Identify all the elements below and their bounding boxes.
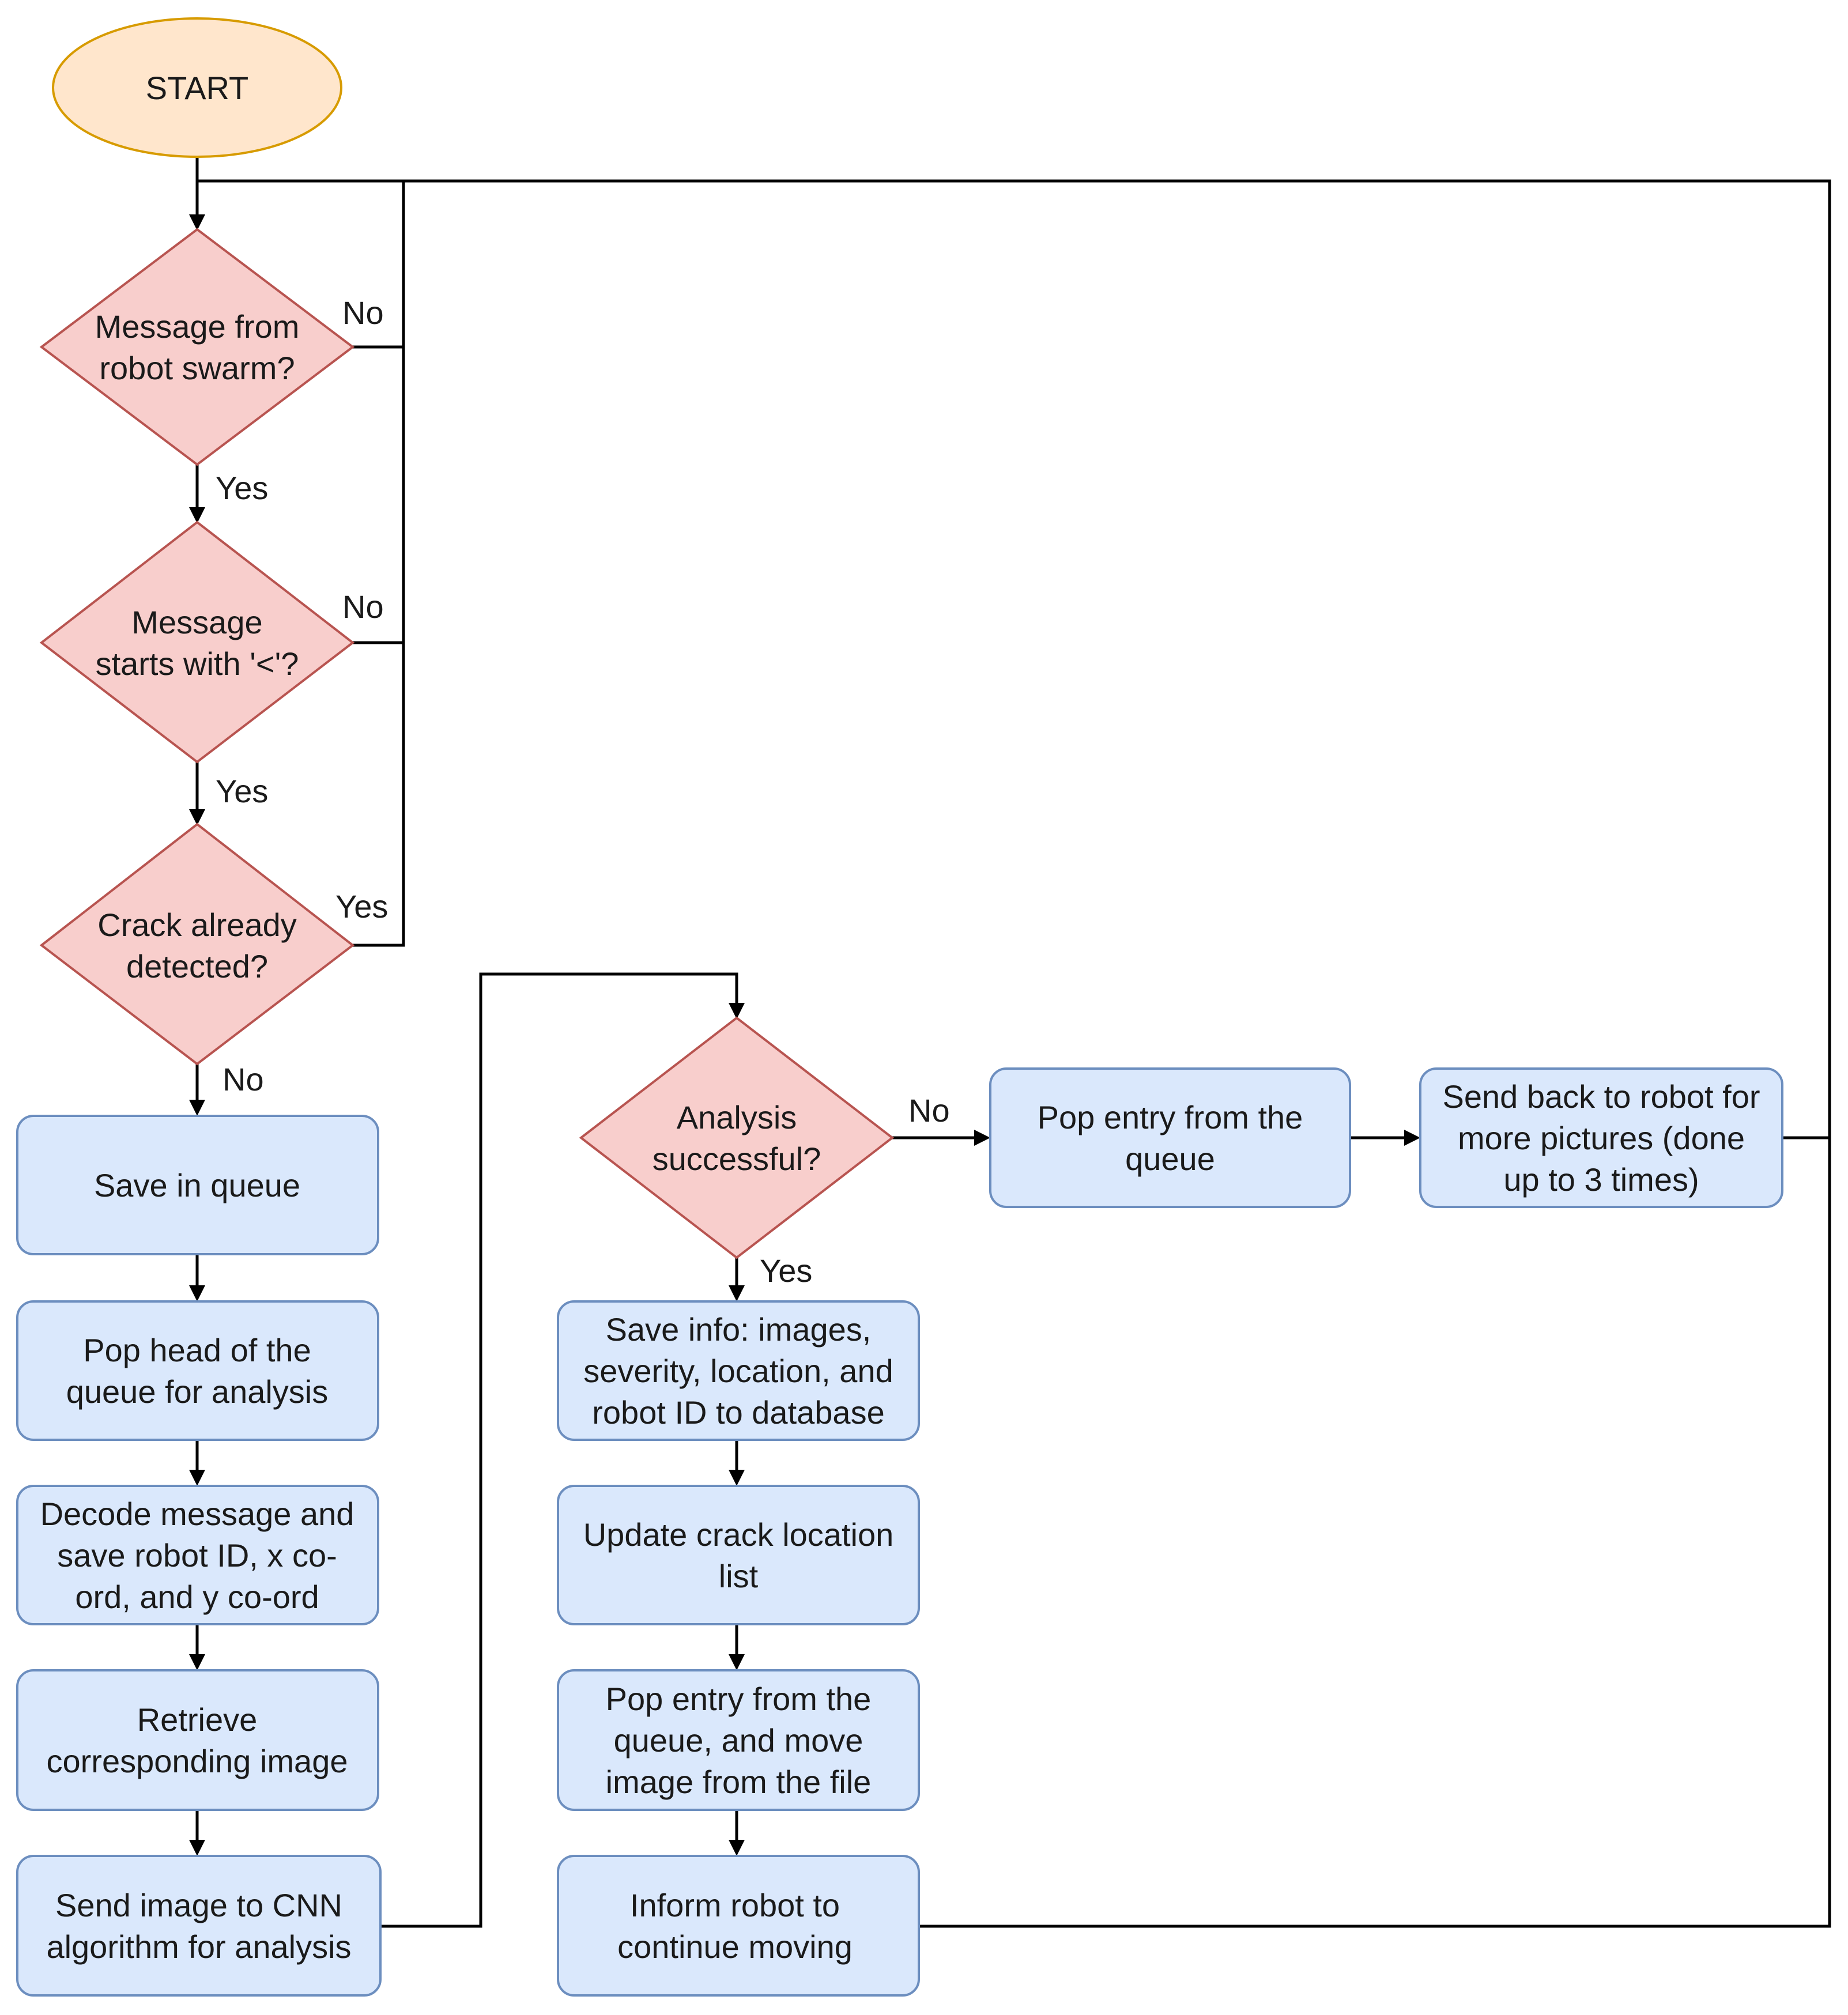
label-line: Message <box>131 604 262 640</box>
process-pop-head-label: Pop head of the queue for analysis <box>66 1332 329 1410</box>
arrowhead <box>189 507 205 523</box>
label-line: ord, and y co-ord <box>75 1579 319 1615</box>
process-pop-entry-label: Pop entry from the queue <box>1038 1099 1303 1177</box>
start-terminal <box>52 17 342 158</box>
start-label: START <box>146 70 248 106</box>
decision-crack-detected <box>39 822 355 1066</box>
arrowhead <box>729 1840 745 1856</box>
process-decode-message-label: Decode message and save robot ID, x co-or… <box>40 1496 354 1615</box>
label-line: robot swarm? <box>99 350 295 386</box>
process-pop-and-move <box>557 1669 920 1811</box>
label-line: severity, location, and <box>583 1353 893 1389</box>
label-line: image from the file <box>606 1764 872 1800</box>
label-line: robot ID to database <box>592 1394 884 1431</box>
process-update-crack-list <box>557 1485 920 1625</box>
process-send-to-cnn <box>16 1855 382 1997</box>
decision-message-from-robot-label: Message from robot swarm? <box>95 308 300 386</box>
arrowhead <box>974 1130 990 1146</box>
process-retrieve-image <box>16 1669 379 1811</box>
process-pop-and-move-label: Pop entry from the queue, and move image f… <box>606 1681 872 1800</box>
process-save-info-label: Save info: images, severity, location, an… <box>583 1311 893 1431</box>
nodes: START Message from robot swarm? Message st… <box>16 17 1783 1997</box>
label-line: Retrieve <box>137 1701 258 1738</box>
label-line: starts with '<'? <box>96 646 299 682</box>
label-line: Update crack location <box>583 1516 894 1553</box>
label-starts-no: No <box>342 588 384 625</box>
label-line: Save info: images, <box>606 1311 872 1348</box>
label-line: detected? <box>126 948 268 984</box>
arrowhead <box>189 214 205 231</box>
arrowhead <box>189 1840 205 1856</box>
arrowhead <box>729 1285 745 1301</box>
label-line: Save in queue <box>94 1167 300 1203</box>
process-decode-message <box>16 1485 379 1625</box>
process-inform-robot-label: Inform robot to continue moving <box>617 1887 853 1965</box>
decision-message-from-robot <box>39 228 355 466</box>
process-update-crack-list-label: Update crack location list <box>583 1516 894 1594</box>
decision-message-starts <box>39 520 355 764</box>
label-line: save robot ID, x co- <box>57 1537 337 1573</box>
label-crack-yes: Yes <box>335 888 388 925</box>
process-save-in-queue <box>16 1115 379 1255</box>
process-retrieve-image-label: Retrieve corresponding image <box>47 1701 348 1779</box>
process-send-to-cnn-label: Send image to CNN algorithm for analysis <box>46 1887 351 1965</box>
label-line: list <box>719 1558 759 1594</box>
arrowhead <box>729 1654 745 1670</box>
label-line: Send image to CNN <box>55 1887 342 1923</box>
arrowhead <box>189 1470 205 1486</box>
process-send-back <box>1419 1067 1783 1208</box>
label-line: Decode message and <box>40 1496 354 1532</box>
label-line: Pop entry from the <box>1038 1099 1303 1135</box>
label-line: Message from <box>95 308 300 345</box>
decision-crack-detected-label: Crack already detected? <box>97 907 296 984</box>
label-line: queue for analysis <box>66 1373 329 1410</box>
arrowhead <box>1404 1130 1420 1146</box>
label-line: START <box>146 70 248 106</box>
label-analysis-no: No <box>908 1092 950 1129</box>
process-save-in-queue-label: Save in queue <box>94 1167 300 1203</box>
edge-labels: No Yes No Yes Yes No No Yes <box>216 295 950 1289</box>
label-line: Crack already <box>97 907 296 943</box>
label-line: Send back to robot for <box>1442 1078 1760 1115</box>
process-inform-robot <box>557 1855 920 1997</box>
label-line: algorithm for analysis <box>46 1929 351 1965</box>
label-line: corresponding image <box>47 1743 348 1779</box>
arrowhead <box>729 1470 745 1486</box>
arrowhead <box>189 1285 205 1301</box>
process-pop-entry <box>989 1067 1351 1208</box>
label-analysis-yes: Yes <box>760 1252 812 1289</box>
label-line: queue, and move <box>614 1722 863 1759</box>
label-line: Inform robot to <box>630 1887 840 1923</box>
process-send-back-label: Send back to robot for more pictures (don… <box>1442 1078 1760 1198</box>
edge-send-to-analysis <box>380 972 738 1928</box>
edge-loop-return <box>197 179 1831 1138</box>
label-line: queue <box>1125 1141 1215 1177</box>
label-line: up to 3 times) <box>1503 1161 1699 1198</box>
label-line: Pop entry from the <box>606 1681 872 1717</box>
decision-message-starts-label: Message starts with '<'? <box>96 604 299 682</box>
decision-analysis-successful-label: Analysis successful? <box>653 1099 821 1177</box>
label-crack-no: No <box>222 1061 264 1097</box>
label-line: more pictures (done <box>1458 1120 1745 1156</box>
label-message-yes: Yes <box>216 470 268 506</box>
edges <box>189 158 1831 1928</box>
arrowhead <box>189 1100 205 1116</box>
label-line: continue moving <box>617 1929 853 1965</box>
arrowhead <box>729 1003 745 1019</box>
arrowhead <box>189 1654 205 1670</box>
label-line: Analysis <box>677 1099 797 1135</box>
label-message-no: No <box>342 295 384 331</box>
process-pop-head <box>16 1300 379 1441</box>
edge-inform-to-loop <box>918 1138 1831 1928</box>
arrowhead <box>189 809 205 825</box>
label-line: Pop head of the <box>83 1332 311 1368</box>
decision-analysis-successful <box>579 1016 895 1259</box>
label-line: successful? <box>653 1141 821 1177</box>
process-save-info <box>557 1300 920 1441</box>
edge-starts-no <box>353 181 405 644</box>
label-starts-yes: Yes <box>216 773 268 809</box>
edge-crack-yes <box>353 181 405 947</box>
